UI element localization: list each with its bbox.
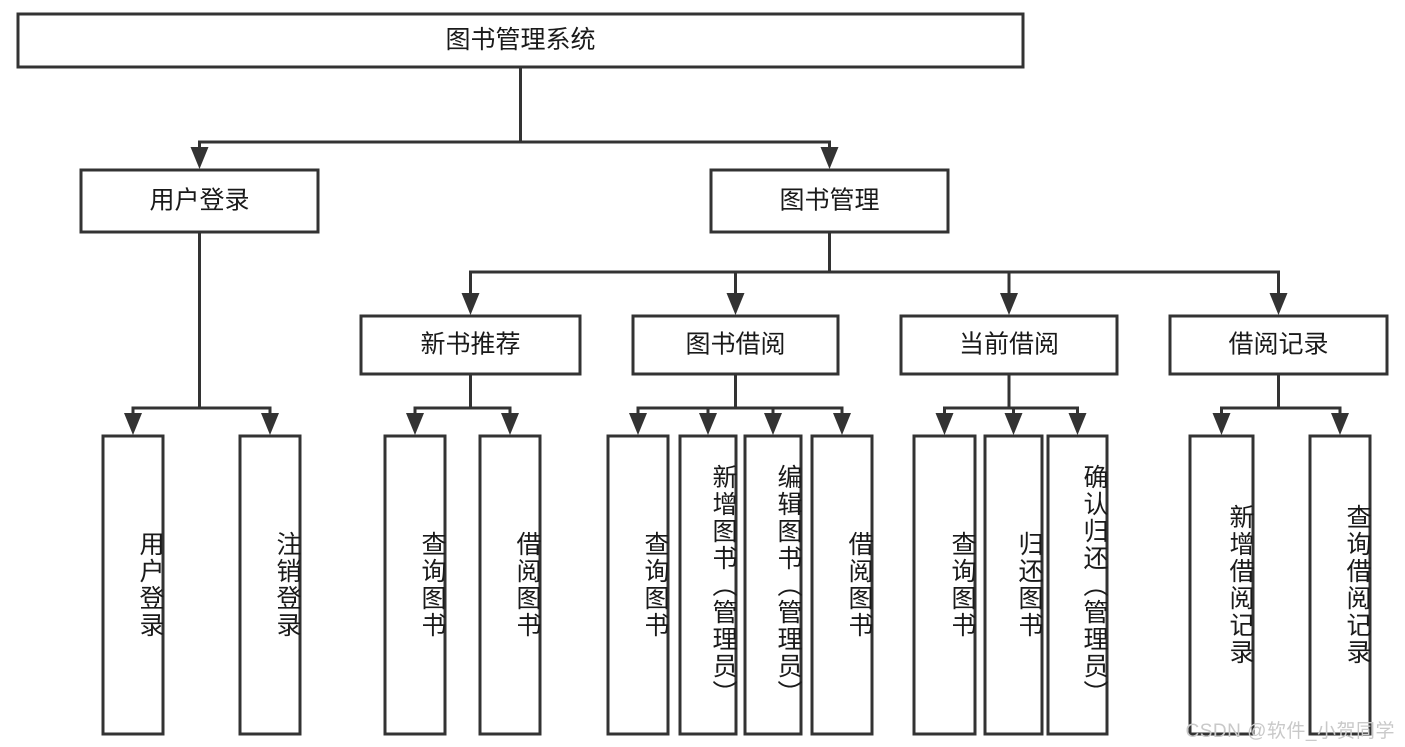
arrow-head-icon — [461, 293, 480, 315]
arrow-head-icon — [1004, 413, 1023, 435]
leaf-node-box[interactable] — [1308, 434, 1372, 736]
arrow-head-icon — [190, 147, 209, 169]
leaf-node-box[interactable] — [983, 434, 1044, 736]
arrow-head-icon — [1269, 293, 1288, 315]
leaf-node-box[interactable] — [678, 434, 738, 736]
leaf-node-box[interactable] — [383, 434, 447, 736]
level3-node-box[interactable] — [899, 314, 1119, 376]
level2-node-label: 图书管理 — [779, 187, 879, 215]
level2-node-label: 用户登录 — [149, 187, 249, 215]
arrow-head-icon — [406, 413, 424, 435]
arrow-head-icon — [699, 413, 717, 435]
leaf-node-box[interactable] — [606, 434, 670, 736]
arrow-head-icon — [820, 147, 839, 169]
level3-node-box[interactable] — [631, 314, 840, 376]
arrow-head-icon — [1068, 413, 1087, 435]
leaf-node-box[interactable] — [810, 434, 874, 736]
level2-node-box[interactable] — [79, 168, 320, 234]
arrow-head-icon — [261, 413, 279, 435]
leaf-node-box[interactable] — [743, 434, 803, 736]
level3-node-box[interactable] — [359, 314, 582, 376]
arrow-head-icon — [1212, 413, 1231, 435]
arrow-head-icon — [501, 413, 519, 435]
arrow-head-icon — [935, 413, 954, 435]
leaf-node-box[interactable] — [1188, 434, 1255, 736]
arrow-head-icon — [124, 413, 142, 435]
leaf-node-box[interactable] — [478, 434, 542, 736]
leaf-node-box[interactable] — [238, 434, 302, 736]
level3-node-label: 当前借阅 — [959, 331, 1059, 359]
level3-node-label: 借阅记录 — [1228, 331, 1328, 359]
root-node-label: 图书管理系统 — [445, 26, 595, 54]
arrow-head-icon — [833, 413, 851, 435]
level3-node-box[interactable] — [1168, 314, 1389, 376]
level2-node-box[interactable] — [709, 168, 950, 234]
leaf-node-box[interactable] — [912, 434, 977, 736]
leaf-node-box[interactable] — [1046, 434, 1109, 736]
root-node-box[interactable] — [16, 12, 1025, 69]
arrow-head-icon — [726, 293, 745, 315]
node-boxes — [16, 12, 1389, 736]
level3-node-label: 图书借阅 — [685, 331, 785, 359]
leaf-node-box[interactable] — [101, 434, 165, 736]
arrow-head-icon — [764, 413, 782, 435]
level3-node-label: 新书推荐 — [420, 331, 520, 359]
arrow-head-icon — [629, 413, 647, 435]
arrow-head-icon — [1000, 293, 1018, 315]
watermark: CSDN @软件_小贺同学 — [1185, 721, 1395, 742]
connector-lines — [124, 65, 1349, 435]
arrow-head-icon — [1331, 413, 1349, 435]
